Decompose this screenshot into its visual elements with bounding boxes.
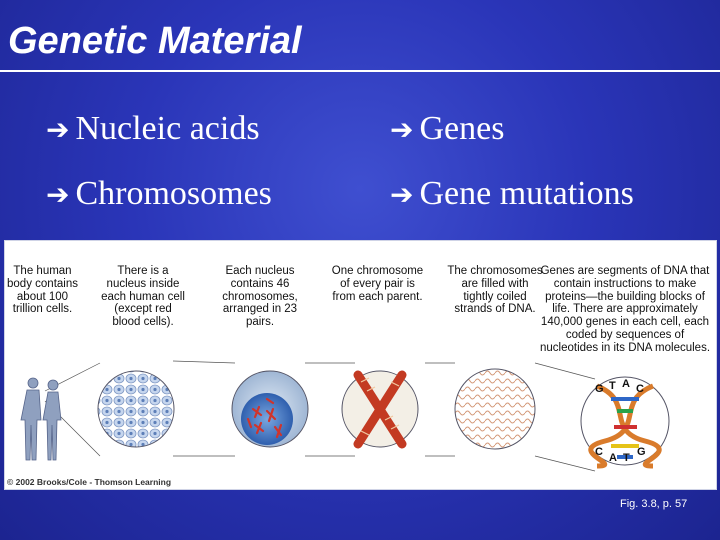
dna-bases-top: G T A C [595, 378, 644, 395]
figure-copyright: © 2002 Brooks/Cole - Thomson Learning [7, 477, 172, 487]
slide-title: Genetic Material [8, 20, 302, 62]
base-letter: G [637, 446, 646, 458]
bullet-nucleic-acids: ➔Nucleic acids [46, 110, 260, 148]
base-letter: A [609, 452, 617, 464]
bullet-text: Nucleic acids [75, 110, 260, 147]
base-letter: C [595, 446, 603, 458]
caption-chromosomes: Each nucleus contains 46 chromosomes, ar… [222, 265, 298, 329]
dna-bases-bottom: C A T G [595, 446, 646, 464]
caption-cell-nucleus: There is a nucleus inside each human cel… [101, 265, 185, 329]
base-letter: T [609, 380, 616, 392]
bullet-chromosomes: ➔Chromosomes [46, 175, 272, 213]
base-letter: A [622, 378, 630, 390]
base-letter: G [595, 383, 604, 395]
caption-human-body: The human body contains about 100 trilli… [7, 265, 78, 316]
bullet-genes: ➔Genes [390, 110, 504, 148]
base-letter: C [636, 383, 644, 395]
coiled-dna-icon [454, 368, 536, 450]
figure-illustration: G T A C C A T G [20, 360, 670, 472]
genetics-figure: G T A C C A T G The human body contains … [4, 240, 717, 490]
bullet-text: Genes [419, 110, 505, 147]
arrow-bullet-icon: ➔ [46, 180, 70, 211]
chromosome-icon [341, 370, 419, 449]
human-figures-icon [20, 377, 62, 461]
arrow-bullet-icon: ➔ [390, 115, 414, 146]
cells-icon [97, 370, 175, 448]
bullet-gene-mutations: ➔Gene mutations [390, 175, 634, 213]
caption-genes: Genes are segments of DNA that contain i… [539, 265, 711, 354]
figure-reference: Fig. 3.8, p. 57 [620, 498, 688, 510]
arrow-bullet-icon: ➔ [390, 180, 414, 211]
caption-dna-strands: The chromosomes are filled with tightly … [447, 265, 543, 316]
arrow-bullet-icon: ➔ [46, 115, 70, 146]
nucleus-icon [231, 370, 309, 448]
bullet-text: Chromosomes [75, 175, 272, 212]
caption-chromosome-pair: One chromosome of every pair is from eac… [331, 265, 424, 303]
title-underline [0, 70, 720, 72]
bullet-text: Gene mutations [419, 175, 634, 212]
dna-helix-icon [580, 376, 670, 469]
base-letter: T [623, 452, 630, 464]
